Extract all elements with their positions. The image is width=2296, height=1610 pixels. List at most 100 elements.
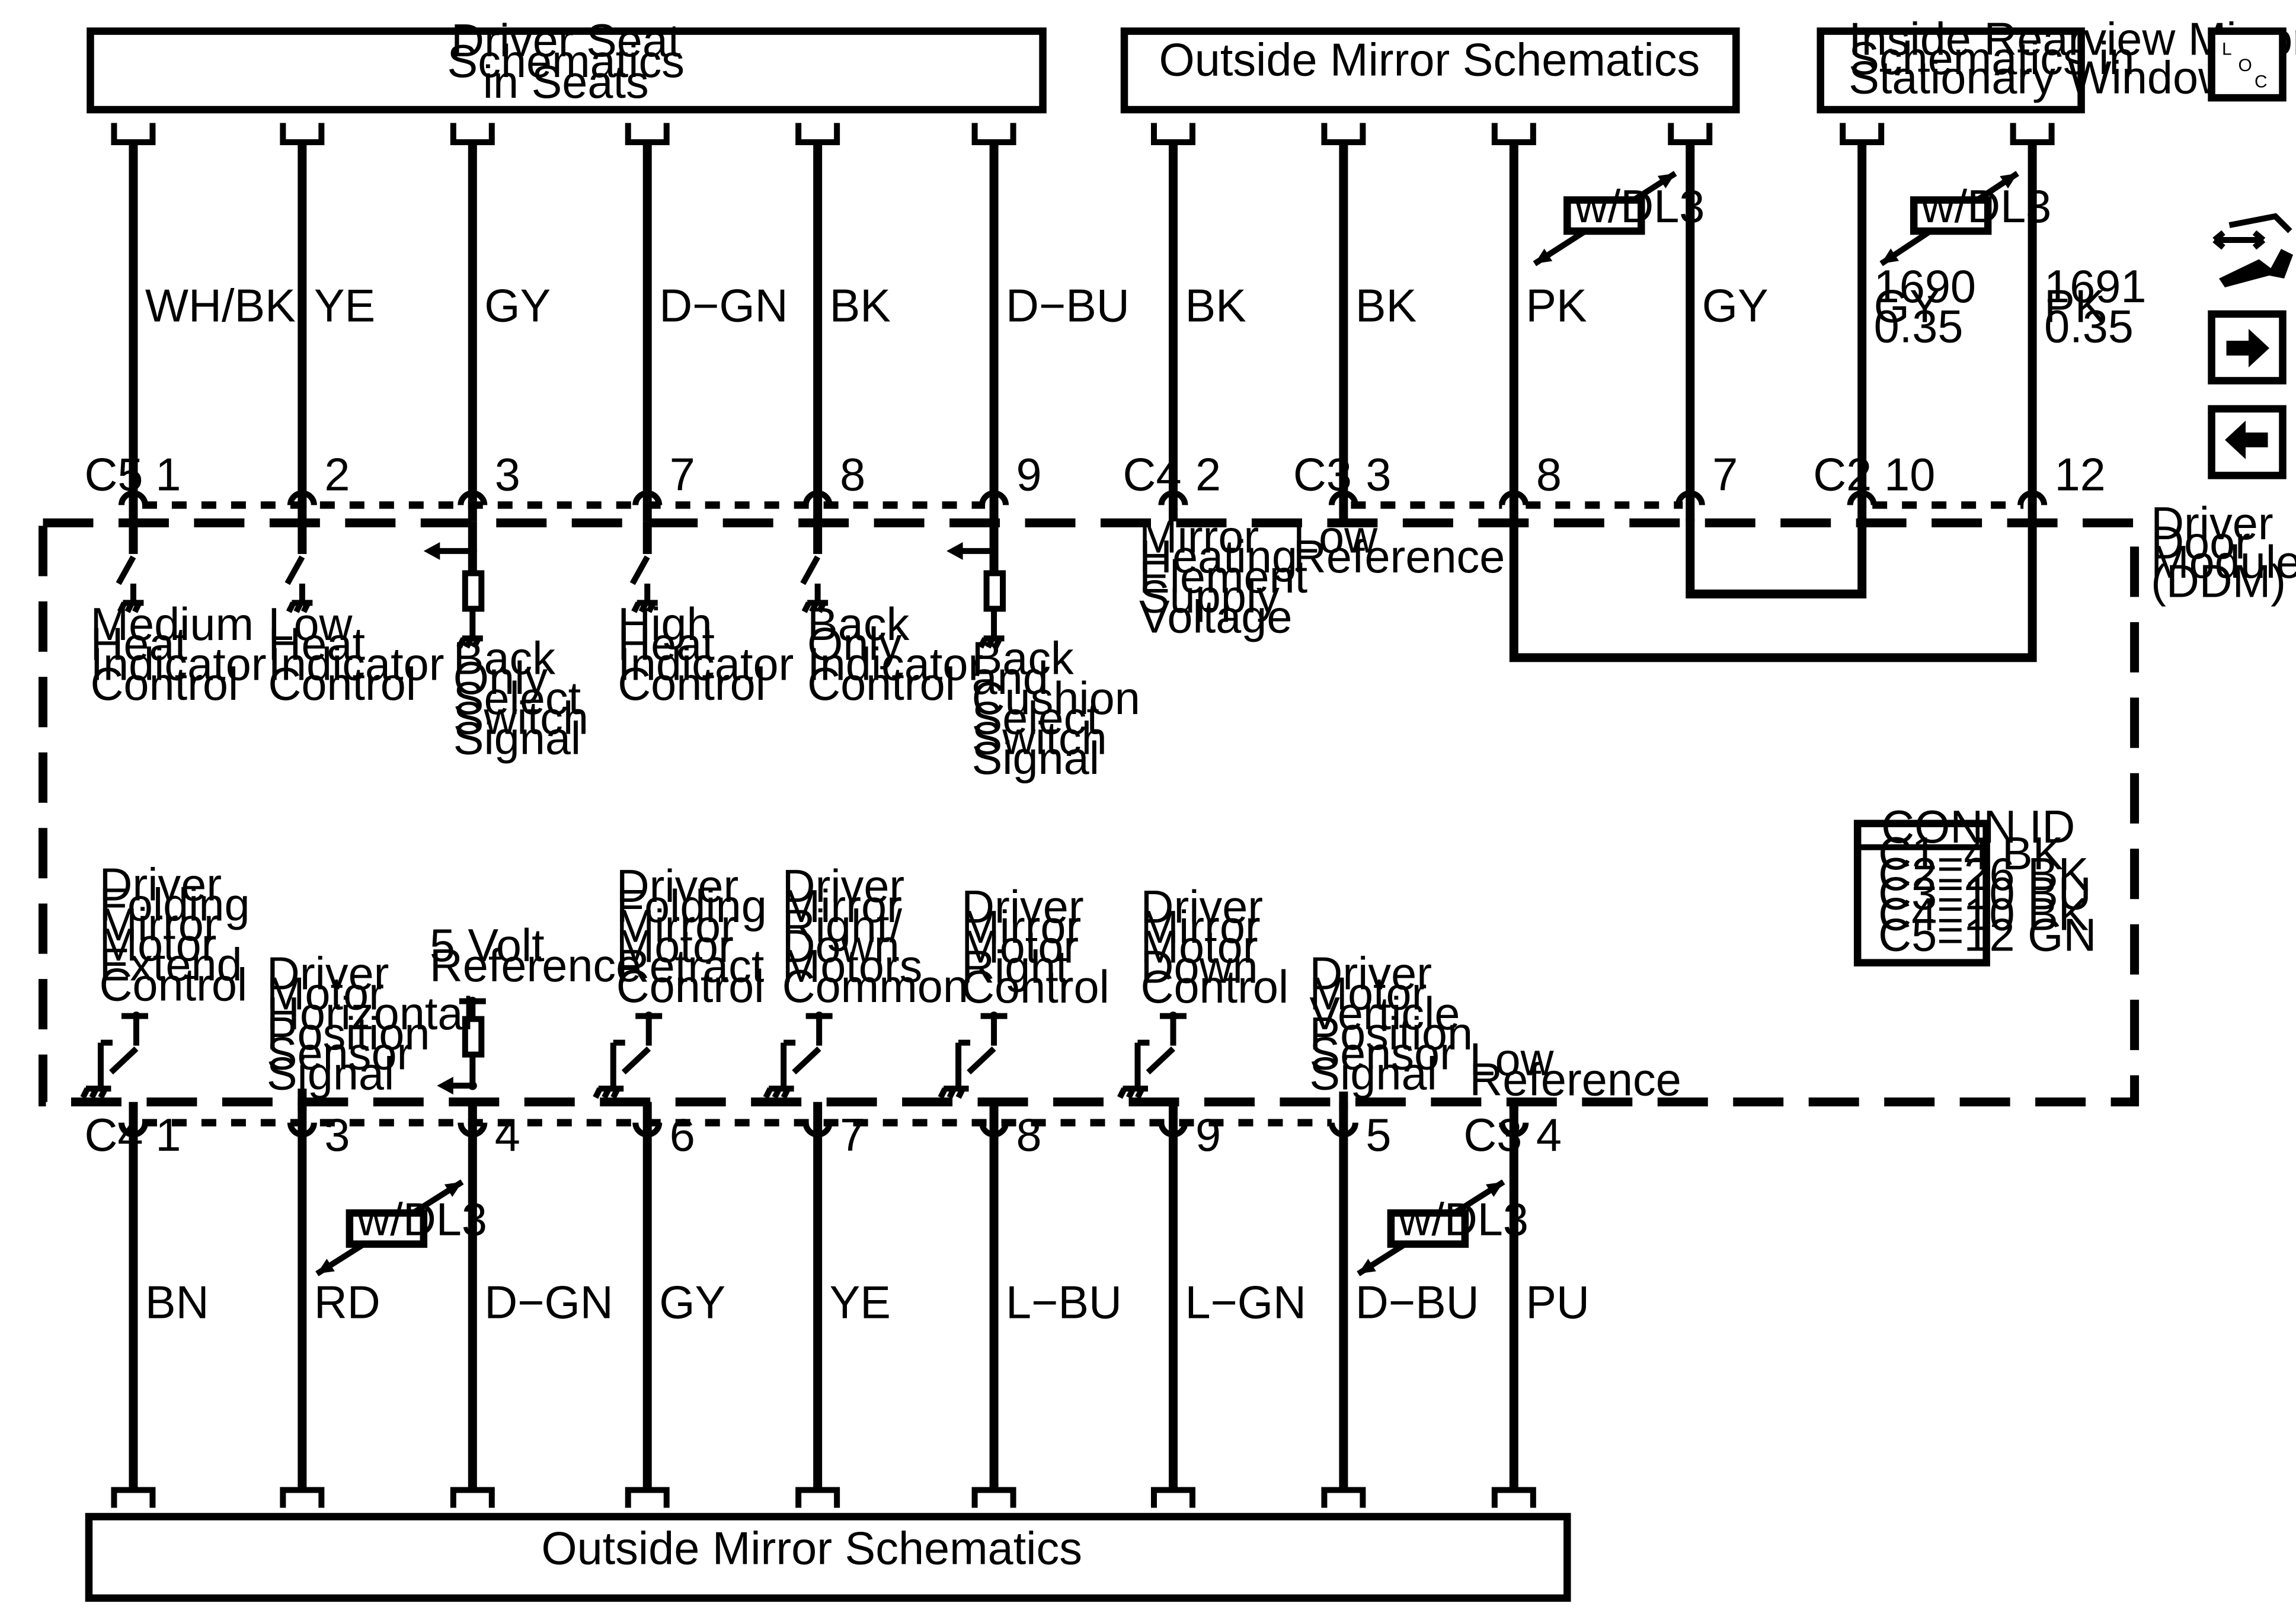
bottom-wire-9[interactable]: 4PU bbox=[1491, 1102, 1590, 1508]
svg-text:Heat: Heat bbox=[268, 619, 365, 670]
top-wire-6[interactable]: 9D−BU bbox=[971, 123, 1130, 521]
top-wire-5[interactable]: 8BK bbox=[795, 123, 891, 521]
bottom-wire-1[interactable]: 1BN bbox=[111, 1102, 209, 1508]
svg-text:Only: Only bbox=[453, 653, 548, 704]
top-wire-3[interactable]: 3GY bbox=[450, 123, 551, 521]
bottom-wire-7[interactable]: 9L−GN bbox=[1150, 1102, 1306, 1508]
svg-text:Mirror: Mirror bbox=[616, 901, 736, 952]
svg-text:w/DL3: w/DL3 bbox=[1574, 181, 1705, 232]
svg-text:Control: Control bbox=[99, 959, 247, 1010]
svg-text:in Seats: in Seats bbox=[483, 57, 649, 108]
svg-text:Select: Select bbox=[453, 673, 581, 724]
svg-text:Medium: Medium bbox=[90, 599, 254, 650]
next-page-icon[interactable] bbox=[2208, 310, 2287, 385]
bottom-function-label: DriverMotorHorizontalPositionSensorSigna… bbox=[267, 949, 474, 1100]
svg-text:Stationary Window: Stationary Window bbox=[1849, 53, 2232, 104]
svg-text:Door: Door bbox=[2151, 517, 2250, 568]
top-wire-12[interactable]: 12 bbox=[2010, 123, 2106, 521]
driver-seat-schematics-block[interactable]: Driver Seat Schematics in Seats bbox=[87, 15, 1047, 114]
conn-id-table[interactable]: CONN ID C1=4 BK C2=26 BK C3=10 BU C4=10 … bbox=[1853, 802, 2096, 966]
svg-text:Verticle: Verticle bbox=[1309, 988, 1460, 1039]
svg-text:Control: Control bbox=[1141, 962, 1289, 1013]
svg-text:Reference: Reference bbox=[430, 940, 641, 991]
bottom-wire-6[interactable]: 8L−BU bbox=[971, 1102, 1122, 1508]
bottom-wire-5[interactable]: 7YE bbox=[795, 1102, 891, 1508]
relay-switch-c4-1 bbox=[80, 1012, 148, 1099]
resistor-ground-c5-3 bbox=[423, 521, 485, 649]
bottom-pin-number: 9 bbox=[1195, 1110, 1221, 1161]
svg-text:(DDM): (DDM) bbox=[2151, 556, 2286, 607]
top-pin-number: 2 bbox=[324, 449, 350, 500]
bottom-wire-color: D−BU bbox=[1355, 1278, 1479, 1329]
outside-mirror-schematics-top-block[interactable]: Outside Mirror Schematics bbox=[1120, 27, 1740, 114]
bottom-wire-8[interactable]: 5D−BU bbox=[1321, 1102, 1479, 1508]
svg-text:w/DL3: w/DL3 bbox=[1398, 1195, 1528, 1246]
bottom-wire-4[interactable]: 6GY bbox=[625, 1102, 725, 1508]
svg-text:Select: Select bbox=[972, 693, 1099, 744]
svg-text:Driver: Driver bbox=[1141, 882, 1264, 933]
svg-text:Right/: Right/ bbox=[782, 901, 903, 952]
svg-text:Control: Control bbox=[807, 659, 955, 710]
svg-text:Position: Position bbox=[1309, 1009, 1473, 1060]
svg-text:w/DL3: w/DL3 bbox=[1921, 181, 2052, 232]
top-wire-1[interactable]: 1WH/BK bbox=[111, 123, 296, 521]
svg-text:1690: 1690 bbox=[1874, 261, 1976, 312]
top-wire-color: BK bbox=[1355, 280, 1416, 331]
option-tag-w-dl3: w/DL3 bbox=[1533, 171, 1705, 267]
svg-text:Signal: Signal bbox=[972, 733, 1099, 784]
top-wire-8[interactable]: 3 BK bbox=[1321, 123, 1416, 521]
svg-text:Common: Common bbox=[782, 961, 968, 1012]
outside-mirror-schematics-bottom-block[interactable]: Outside Mirror Schematics bbox=[85, 1513, 1571, 1602]
resistor-ground-c5-9 bbox=[946, 521, 1006, 649]
svg-text:Voltage: Voltage bbox=[1139, 591, 1292, 642]
top-pin-number: 2 bbox=[1195, 449, 1221, 500]
top-wire-9[interactable]: 8PK bbox=[1491, 123, 1587, 521]
svg-text:Indicator: Indicator bbox=[618, 639, 794, 690]
loc-icon[interactable]: L O C bbox=[2208, 27, 2287, 102]
svg-text:Control: Control bbox=[616, 961, 765, 1012]
svg-text:0.35: 0.35 bbox=[2044, 301, 2134, 352]
svg-text:0.35: 0.35 bbox=[1874, 301, 1964, 352]
top-wire-10[interactable]: 7GY bbox=[1668, 123, 1769, 521]
svg-text:and: and bbox=[972, 653, 1048, 704]
top-wire-color: YE bbox=[314, 280, 375, 331]
option-tag-w-dl3: w/DL3 bbox=[1879, 171, 2052, 267]
svg-text:Outside Mirror Schematics: Outside Mirror Schematics bbox=[1159, 35, 1700, 86]
top-wire-7[interactable]: 2BK bbox=[1150, 123, 1246, 521]
svg-text:Mirror: Mirror bbox=[961, 902, 1081, 953]
top-pin-number: 1 bbox=[155, 449, 181, 500]
bottom-pin-number: 6 bbox=[670, 1110, 695, 1161]
svg-text:Low: Low bbox=[1293, 511, 1378, 562]
top-pin-number: 3 bbox=[1366, 449, 1391, 500]
top-wire-2[interactable]: 2 YE bbox=[280, 123, 375, 521]
wrench-arrows-icon[interactable] bbox=[2212, 213, 2294, 287]
bottom-wire-3[interactable]: 4D−GN bbox=[450, 1102, 613, 1508]
svg-text:Extend: Extend bbox=[99, 940, 242, 991]
svg-text:Driver: Driver bbox=[782, 861, 905, 912]
previous-page-icon[interactable] bbox=[2208, 405, 2287, 479]
top-wire-11[interactable]: 10 bbox=[1840, 123, 1935, 521]
bottom-wire-color: YE bbox=[830, 1278, 891, 1329]
connector-label-c3-top: C3 bbox=[1293, 449, 1352, 500]
svg-text:Control: Control bbox=[618, 659, 766, 710]
svg-text:Indicator: Indicator bbox=[807, 639, 983, 690]
top-switch-symbols bbox=[116, 521, 1006, 649]
svg-text:Folding: Folding bbox=[99, 879, 250, 930]
bottom-wire-2[interactable]: 3RD bbox=[280, 1102, 380, 1508]
svg-text:Switch: Switch bbox=[972, 713, 1107, 764]
top-wire-4[interactable]: 7D−GN bbox=[625, 123, 788, 521]
top-pin-number: 3 bbox=[495, 449, 520, 500]
svg-text:C: C bbox=[2255, 72, 2268, 92]
svg-text:Control: Control bbox=[268, 659, 416, 710]
top-wire-color: GY bbox=[1702, 280, 1769, 331]
